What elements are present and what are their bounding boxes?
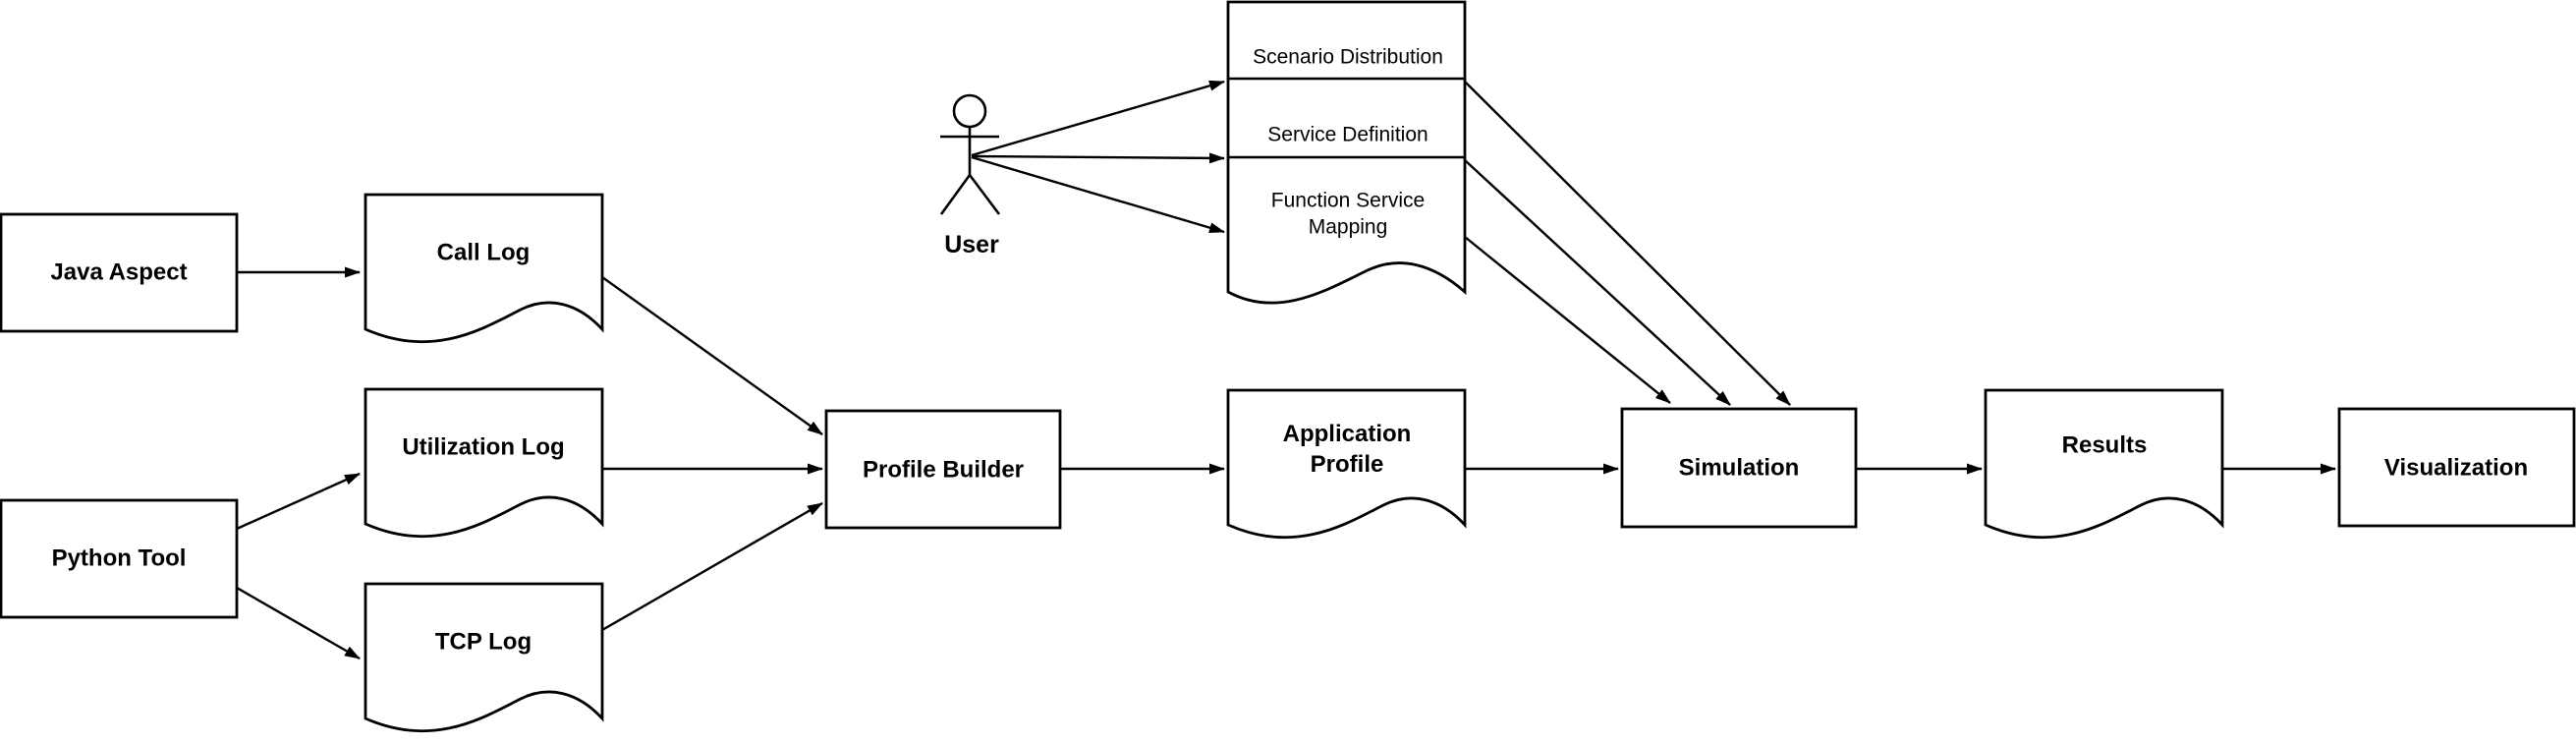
java-aspect-node: [0, 212, 239, 333]
visualization-node: [2337, 407, 2576, 528]
profile-builder-label: Profile Builder: [862, 456, 1025, 484]
edge-function-service-mapping-to-simulation: [1464, 236, 1671, 404]
results-node: [1984, 388, 2224, 540]
scenario-distribution-label: Scenario Distribution: [1253, 45, 1443, 69]
user-label: User: [944, 230, 999, 258]
stacked-document-outline: [1226, 0, 1467, 305]
results-label: Results: [2061, 431, 2148, 459]
call-log-node: [364, 193, 604, 344]
call-log-label: Call Log: [436, 239, 531, 266]
edge-user-to-service-definition: [971, 152, 1225, 164]
edge-python-tool-to-tcp-log: [236, 586, 361, 660]
edge-user-to-function-service-mapping: [971, 155, 1225, 234]
user-actor-figure: [939, 93, 1001, 215]
java-aspect-label: Java Aspect: [50, 258, 188, 286]
actor-head: [952, 93, 987, 129]
tcp-log-node: [364, 582, 604, 733]
python-tool-node: [0, 498, 239, 619]
tcp-log-label: TCP Log: [434, 628, 532, 656]
simulation-node: [1620, 407, 1858, 529]
edge-user-to-scenario-distribution: [971, 80, 1225, 157]
profile-builder-node: [824, 409, 1062, 530]
visualization-label: Visualization: [2383, 454, 2529, 482]
edge-tcp-log-to-profile-builder: [601, 501, 823, 632]
edge-service-definition-to-simulation: [1464, 159, 1731, 406]
service-definition-label: Service Definition: [1267, 123, 1428, 146]
simulation-label: Simulation: [1678, 454, 1800, 482]
actor-leg-left: [939, 174, 972, 215]
user-input-document-stack: [1226, 0, 1467, 305]
function-service-mapping-label: Function Service Mapping: [1270, 189, 1426, 239]
actor-leg-right: [968, 174, 1001, 215]
application-profile-label: Application Profile: [1282, 420, 1412, 478]
python-tool-label: Python Tool: [51, 544, 187, 572]
edge-call-log-to-profile-builder: [601, 276, 823, 435]
utilization-log-label: Utilization Log: [402, 433, 565, 461]
edge-python-tool-to-utilization-log: [236, 472, 361, 531]
edge-scenario-distribution-to-simulation: [1464, 81, 1791, 406]
utilization-log-node: [364, 387, 604, 539]
